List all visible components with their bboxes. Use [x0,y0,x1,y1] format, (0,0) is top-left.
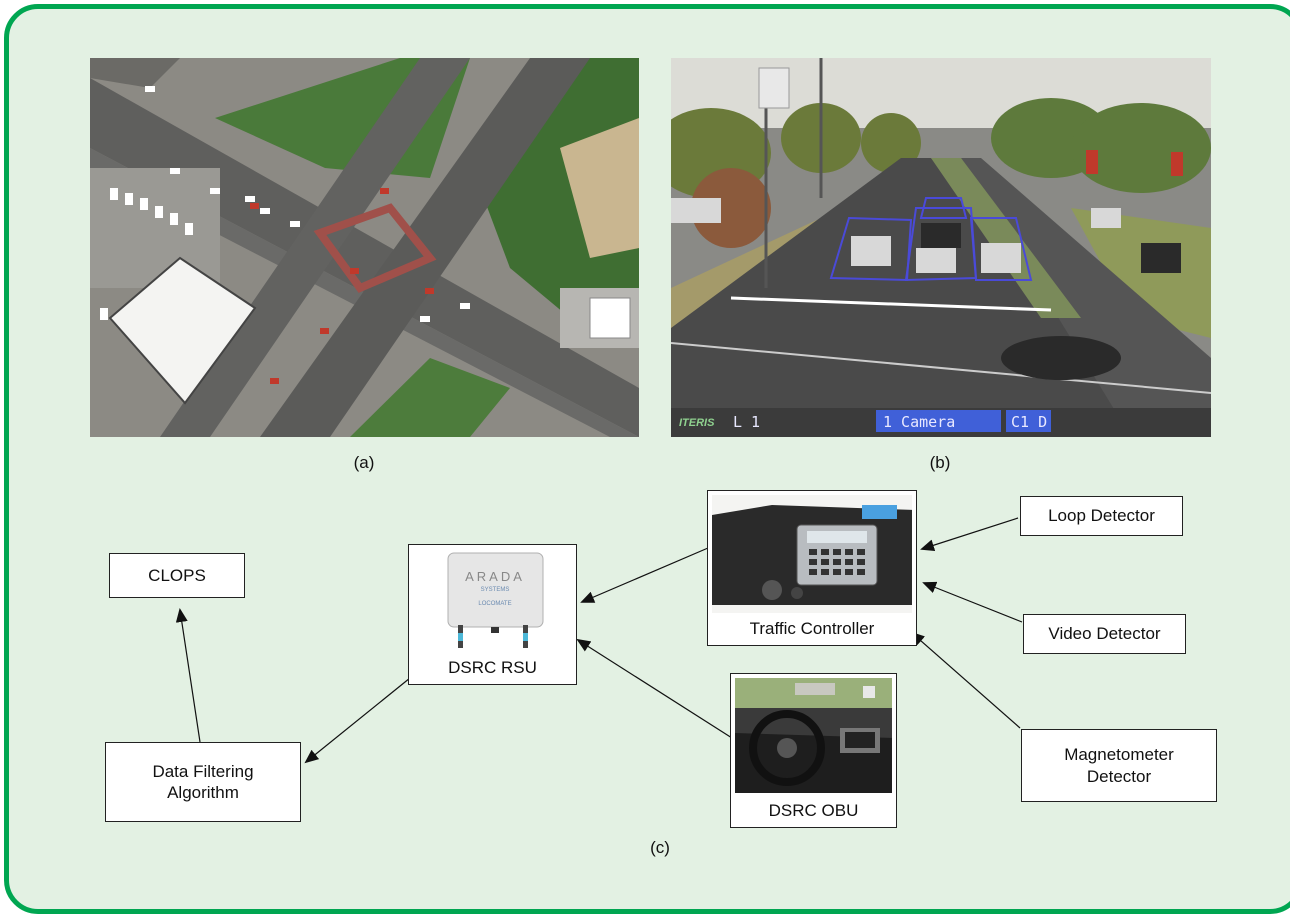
traffic-controller-label: Traffic Controller [749,619,875,638]
dsrc-obu-box: DSRC OBU [730,673,897,828]
arada-sub: SYSTEMS [481,587,510,593]
arrow-magnetometer-to-controller [910,631,1021,729]
rsu-device-photo: ARADA SYSTEMS LOCOMATE [413,549,572,648]
traffic-controller-box: Traffic Controller [707,490,917,646]
caption-b: (b) [929,453,951,472]
arrow-filter-to-clops [175,608,201,743]
arrow-rsu-to-filter [304,677,411,764]
arrow-obu-to-rsu [576,638,733,739]
camera-label: 1 Camera [883,413,955,431]
video-detection-photo: ITERIS L 1 1 Camera C1 D [671,58,1211,437]
controller-device-photo [712,495,912,613]
video-detector-box: Video Detector [1023,614,1186,654]
clops-box: CLOPS [109,553,245,598]
arada-model: LOCOMATE [478,601,511,607]
arrow-controller-to-rsu [580,547,709,603]
arada-brand: ARADA [465,569,525,584]
aerial-intersection-photo [90,58,639,437]
svg-text:ITERIS: ITERIS [679,417,715,429]
dsrc-rsu-box: ARADA SYSTEMS LOCOMATE DSRC RSU [408,544,577,685]
dsrc-rsu-label: DSRC RSU [448,658,537,677]
obu-vehicle-photo [735,678,892,793]
dsrc-obu-label: DSRC OBU [768,801,859,820]
caption-c: (c) [650,838,670,857]
lane-label: L 1 [733,413,760,431]
arrow-loop-to-controller [920,517,1019,552]
caption-a: (a) [353,453,375,472]
camera-code: C1 D [1011,413,1047,431]
data-filtering-algorithm-box: Data Filtering Algorithm [105,742,301,822]
magnetometer-detector-box: Magnetometer Detector [1021,729,1217,802]
arrow-video-to-controller [922,581,1023,623]
loop-detector-box: Loop Detector [1020,496,1183,536]
